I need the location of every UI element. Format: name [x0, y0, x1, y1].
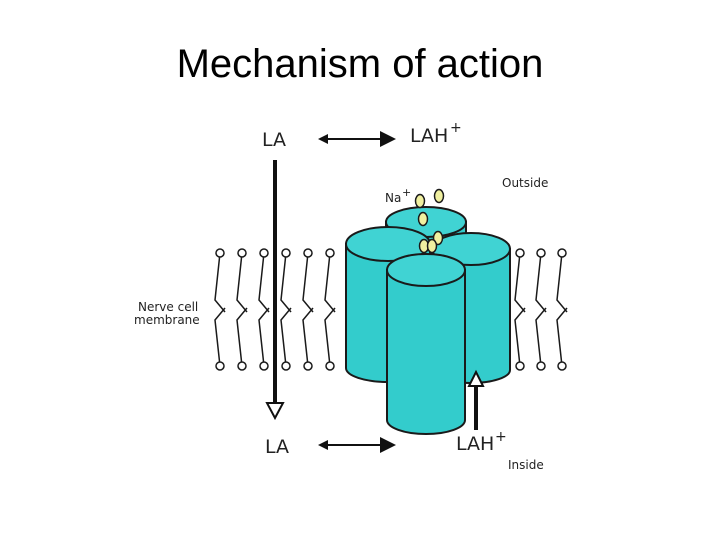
equilibrium-arrow-bottom-left-head [318, 440, 328, 450]
lipid-tail [258, 252, 270, 367]
lipid-tail [214, 252, 226, 367]
lah-top-label: LAH [410, 125, 448, 147]
lipid-head [515, 248, 525, 258]
lipid-head [215, 248, 225, 258]
lipid-head [325, 248, 335, 258]
lipid-head [281, 361, 291, 371]
lipid-head [557, 248, 567, 258]
sodium-ion [414, 193, 426, 209]
channel-front [386, 253, 466, 435]
membrane-left-lipids [214, 248, 336, 371]
la-diffusion-arrowhead [265, 402, 285, 421]
lipid-head [536, 361, 546, 371]
membrane-label-line2: membrane [134, 313, 200, 327]
na-label: Na [385, 191, 401, 205]
sodium-ion [433, 188, 445, 204]
lipid-head [557, 361, 567, 371]
lipid-head [325, 361, 335, 371]
equilibrium-arrow-top-left-head [318, 134, 328, 144]
lipid-head [259, 361, 269, 371]
lipid-head [281, 248, 291, 258]
sodium-ions [414, 188, 445, 254]
lah-entry-arrowhead [467, 369, 485, 387]
sodium-ion [426, 238, 438, 254]
membrane-right-lipids [514, 248, 568, 371]
lipid-head [303, 248, 313, 258]
lipid-tail [535, 252, 547, 367]
lipid-tail [302, 252, 314, 367]
sodium-ion [417, 211, 429, 227]
lipid-head [536, 248, 546, 258]
lipid-tail [556, 252, 568, 367]
outside-label: Outside [502, 176, 548, 190]
lipid-head [515, 361, 525, 371]
la-top-label: LA [262, 129, 286, 151]
lipid-tail [514, 252, 526, 367]
na-plus: + [402, 186, 411, 199]
membrane-label-line1: Nerve cell [138, 300, 198, 314]
lipid-head [237, 361, 247, 371]
lipid-tail [280, 252, 292, 367]
la-bottom-label: LA [265, 436, 289, 458]
lah-top-plus: + [450, 120, 462, 136]
inside-label: Inside [508, 458, 544, 472]
lipid-head [303, 361, 313, 371]
lipid-head [237, 248, 247, 258]
lah-bottom-plus: + [495, 429, 507, 445]
lipid-head [259, 248, 269, 258]
lipid-tail [236, 252, 248, 367]
lipid-head [215, 361, 225, 371]
slide-title: Mechanism of action [176, 42, 544, 86]
lah-bottom-label: LAH [456, 433, 494, 455]
lipid-tail [324, 252, 336, 367]
